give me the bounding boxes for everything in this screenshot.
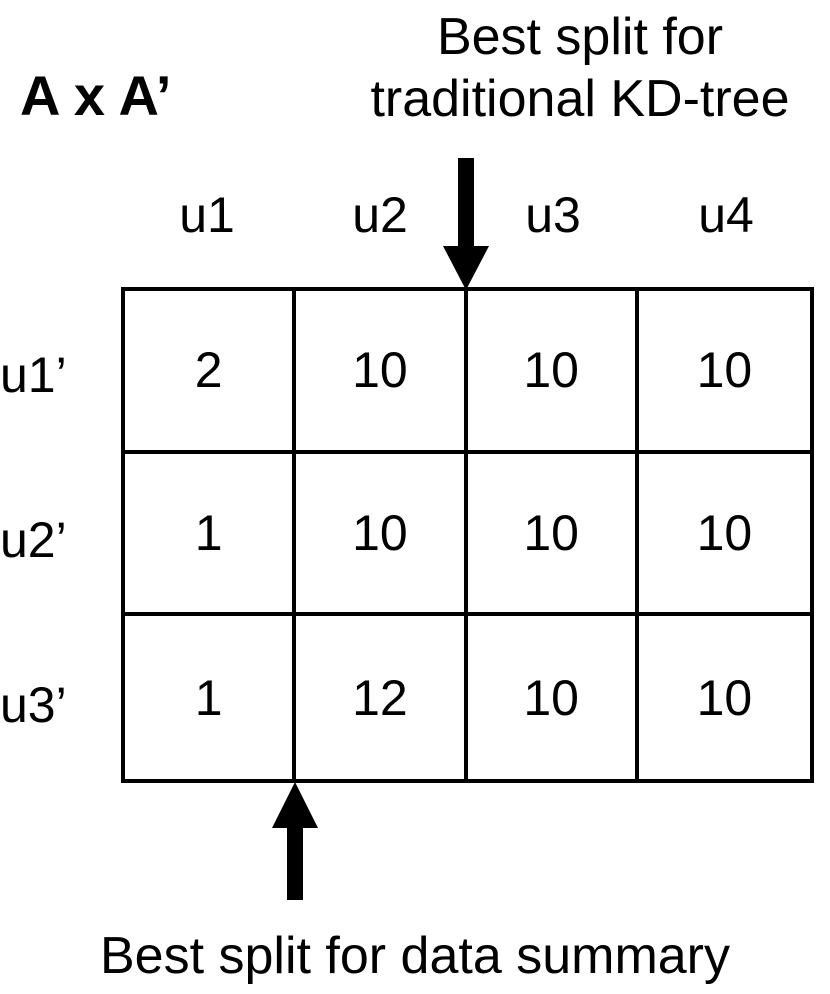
matrix-cell: 10 xyxy=(638,454,810,617)
matrix-title: A x A’ xyxy=(20,64,172,127)
matrix-cell: 10 xyxy=(638,291,810,454)
matrix-cell: 1 xyxy=(125,453,297,617)
data-summary-split-annotation: Best split for data summary xyxy=(100,927,730,985)
column-header-u2: u2 xyxy=(352,187,408,243)
row-header-u1: u1’ xyxy=(0,347,67,403)
matrix-cell: 10 xyxy=(467,453,639,617)
matrix-cell: 2 xyxy=(125,291,297,454)
row-header-u2: u2’ xyxy=(0,512,67,568)
matrix-grid: 2 10 10 10 1 10 10 10 1 12 10 10 xyxy=(121,287,814,783)
matrix-cell: 1 xyxy=(125,616,297,779)
kd-tree-split-annotation: Best split for traditional KD-tree xyxy=(330,6,830,130)
kd-tree-split-annotation-line2: traditional KD-tree xyxy=(370,70,790,128)
column-header-u4: u4 xyxy=(698,187,754,243)
column-header-u1: u1 xyxy=(179,187,235,243)
matrix-cell: 10 xyxy=(468,616,639,779)
column-header-u3: u3 xyxy=(525,187,581,243)
arrow-up-icon xyxy=(272,782,318,900)
kd-tree-split-annotation-line1: Best split for xyxy=(436,8,724,66)
matrix-cell: 10 xyxy=(296,291,468,454)
matrix-cell: 10 xyxy=(296,453,468,617)
row-header-u3: u3’ xyxy=(0,677,67,733)
arrow-down-icon xyxy=(443,158,489,290)
matrix-cell: 12 xyxy=(296,616,468,779)
matrix-cell: 10 xyxy=(696,669,753,726)
matrix-cell: 10 xyxy=(467,291,639,454)
